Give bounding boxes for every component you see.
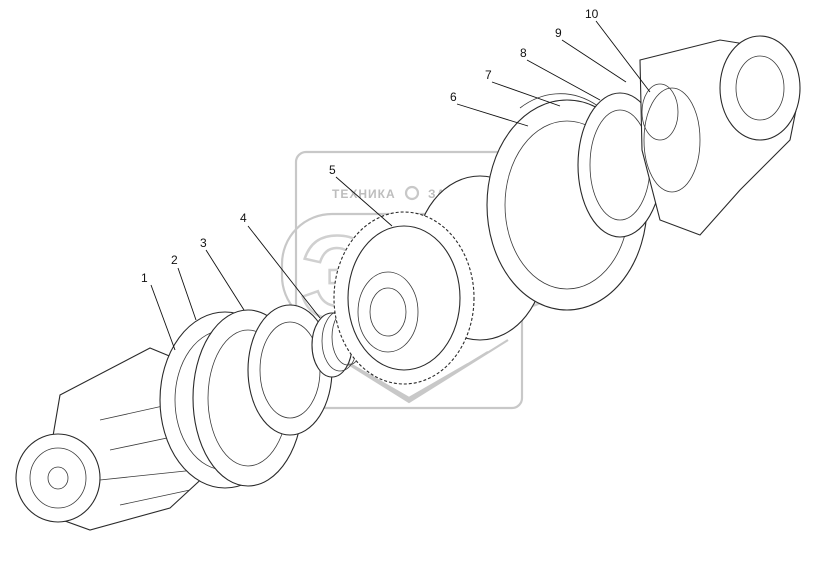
leader-10 [595,20,651,93]
callout-8: 8 [520,46,527,60]
callout-4: 4 [240,211,247,225]
callout-5: 5 [329,163,336,177]
watermark-word-left: ТЕХНИКА [332,187,396,201]
left-hub-bore [29,447,87,509]
watermark-gear-icon [404,185,420,201]
callout-9: 9 [555,26,562,40]
leader-6 [456,103,529,127]
leader-lines [150,20,651,351]
leader-4 [247,225,321,319]
leader-2 [177,267,197,321]
left-hub-center [47,466,69,490]
callout-6: 6 [450,90,457,104]
callout-2: 2 [171,253,178,267]
callout-7: 7 [485,68,492,82]
part-5-bore [369,287,407,337]
leader-1 [150,284,176,351]
part-5-gear [333,175,546,385]
left-housing-ribs [99,399,206,506]
callout-3: 3 [200,236,207,250]
part-5-bearing [357,271,419,353]
callout-1: 1 [141,271,148,285]
leader-3 [205,249,245,311]
leader-7 [491,81,561,107]
leader-9 [561,39,627,83]
part-10-ring [641,83,679,141]
leader-8 [526,59,601,101]
part-9-seal [643,87,701,193]
callout-labels: 1 2 3 4 5 6 7 8 9 10 [141,7,599,285]
part-5-gear-body [347,225,461,371]
left-hub-flange [15,433,101,523]
leader-5 [335,176,393,227]
right-hub-flange [719,35,801,141]
right-hub-housing [639,35,801,236]
callout-10: 10 [585,7,599,21]
right-hub-bore [735,55,785,121]
